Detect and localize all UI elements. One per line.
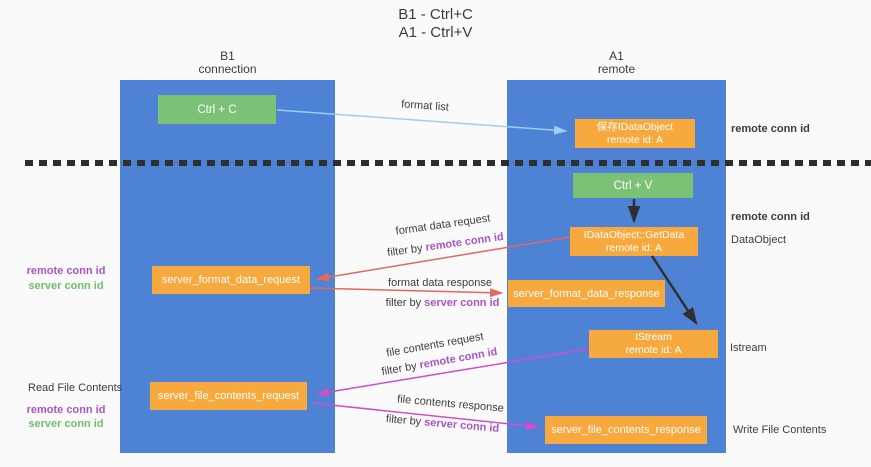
ctrl-c-label: Ctrl + C xyxy=(197,103,237,116)
server-file-contents-request-label: server_file_contents_request xyxy=(157,390,300,402)
getdata-box: IDataObject::GetData remote id: A xyxy=(570,227,698,256)
ctrl-v-label: Ctrl + V xyxy=(613,179,653,192)
server-file-contents-response-label: server_file_contents_response xyxy=(551,424,701,436)
server-conn-id-text: server conn id xyxy=(423,416,500,435)
read-file-contents-label: Read File Contents xyxy=(28,382,123,394)
lifeline-header-a1: A1 remote xyxy=(507,50,726,76)
diagram-title: B1 - Ctrl+C A1 - Ctrl+V xyxy=(0,6,871,42)
server-format-data-request-box: server_format_data_request xyxy=(152,266,310,294)
server-format-data-request-label: server_format_data_request xyxy=(161,274,301,286)
title-line-1: B1 - Ctrl+C xyxy=(398,6,473,23)
format-list-label: format list xyxy=(400,98,450,114)
save-idataobject-line1: 保存IDataObject xyxy=(596,120,674,133)
conn-id-pair-2: remote conn id server conn id xyxy=(20,403,112,431)
ctrl-c-box: Ctrl + C xyxy=(158,95,276,124)
lifeline-header-b1: B1 connection xyxy=(120,50,335,76)
session-separator-dashed-line xyxy=(25,160,871,166)
filter-by-prefix: filter by xyxy=(386,241,427,260)
lifeline-b1-role: connection xyxy=(198,62,257,76)
server-file-contents-response-box: server_file_contents_response xyxy=(545,416,707,444)
write-file-contents-label: Write File Contents xyxy=(733,424,827,436)
file-contents-response-label: file contents response xyxy=(396,393,505,415)
server-conn-id-side-label-2: server conn id xyxy=(28,418,104,430)
ctrl-v-box: Ctrl + V xyxy=(573,173,693,198)
filter-by-prefix: filter by xyxy=(385,413,425,429)
server-file-contents-request-box: server_file_contents_request xyxy=(150,382,307,410)
lifeline-b1-name: B1 xyxy=(220,49,235,63)
remote-conn-id-side-label-1: remote conn id xyxy=(731,123,810,135)
getdata-line2: remote id: A xyxy=(605,241,663,254)
istream-line1: IStream xyxy=(635,331,672,343)
lifeline-a1-name: A1 xyxy=(609,49,624,63)
server-conn-id-side-label-1: server conn id xyxy=(28,280,104,292)
filter-by-server-conn-id-label-1: filter by server conn id xyxy=(375,297,510,309)
server-format-data-response-label: server_format_data_response xyxy=(513,287,660,300)
filter-by-prefix: filter by xyxy=(385,297,425,309)
istream-box: IStream remote id: A xyxy=(589,330,718,358)
format-data-response-label: format data response xyxy=(388,277,492,289)
conn-id-pair-1: remote conn id server conn id xyxy=(20,264,112,294)
istream-side-label: Istream xyxy=(730,342,767,354)
save-idataobject-line2: remote id: A xyxy=(606,133,664,146)
title-line-2: A1 - Ctrl+V xyxy=(398,24,473,41)
remote-conn-id-side-label-2: remote conn id xyxy=(731,211,810,223)
filter-by-prefix: filter by xyxy=(380,359,421,379)
server-format-data-response-box: server_format_data_response xyxy=(508,280,665,307)
filter-by-server-conn-id-label-2: filter by server conn id xyxy=(375,412,511,436)
remote-conn-id-side-label-4: remote conn id xyxy=(26,404,106,416)
server-conn-id-text: server conn id xyxy=(424,297,500,309)
lifeline-a1-role: remote xyxy=(597,62,636,76)
dataobject-side-label: DataObject xyxy=(731,234,787,246)
save-idataobject-box: 保存IDataObject remote id: A xyxy=(575,119,695,148)
istream-line2: remote id: A xyxy=(625,344,682,356)
remote-conn-id-text: remote conn id xyxy=(424,230,505,254)
getdata-line1: IDataObject::GetData xyxy=(583,228,685,241)
remote-conn-id-side-label-3: remote conn id xyxy=(26,265,106,277)
